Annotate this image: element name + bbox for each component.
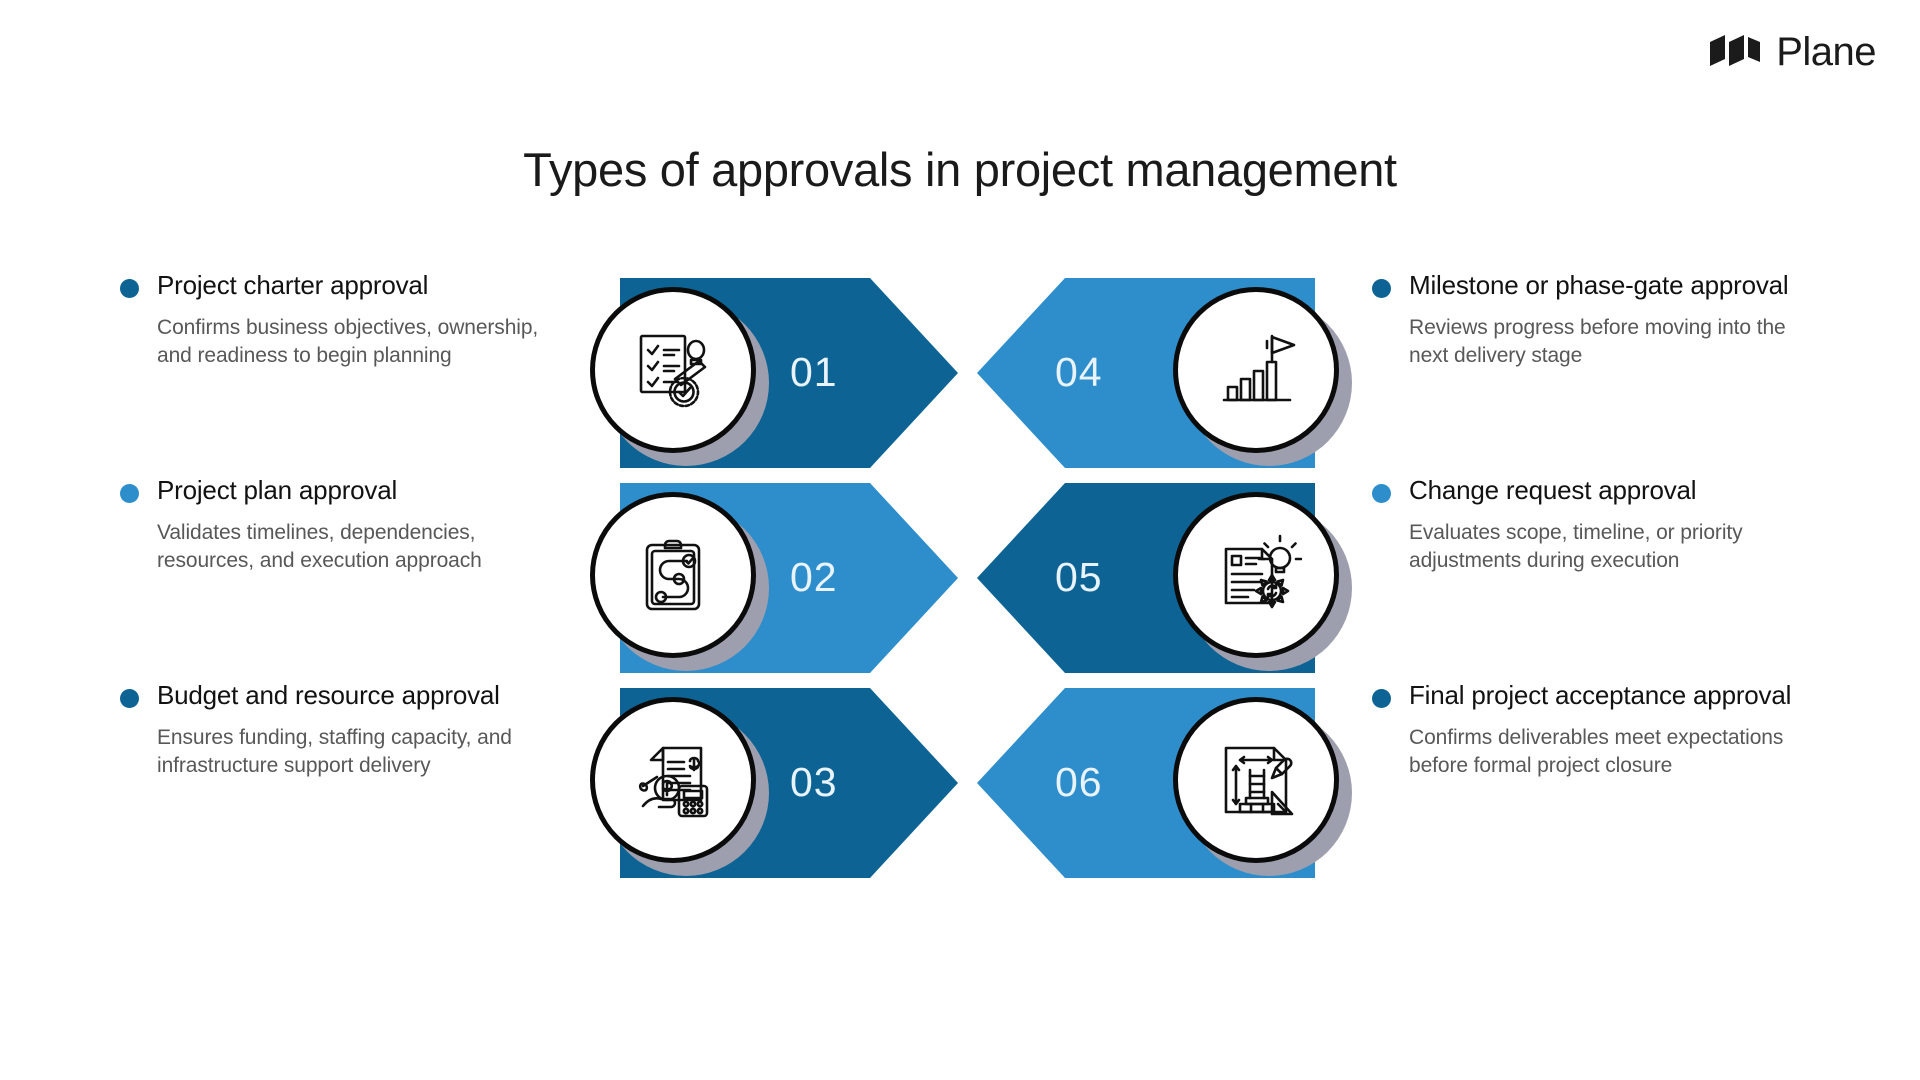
clipboard-roadmap-icon [590,492,756,658]
step-number: 02 [790,554,838,600]
step-number: 06 [1055,759,1103,805]
bullet-icon [120,689,139,708]
checklist-stamp-approved-icon [590,287,756,453]
step-number: 04 [1055,349,1103,395]
item-text-05: Change request approval Evaluates scope,… [1372,475,1792,575]
step-unit-03[interactable]: 03 [590,680,960,885]
item-text-01: Project charter approval Confirms busine… [120,270,540,370]
step-badge [1173,697,1352,876]
bullet-icon [120,279,139,298]
brand-logo: Plane [1708,32,1876,72]
growth-chart-flag-icon [1173,287,1339,453]
step-unit-04[interactable]: 04 [975,270,1352,475]
page-title: Types of approvals in project management [523,143,1397,196]
item-title: Change request approval [1409,475,1697,505]
item-description: Reviews progress before moving into the … [1409,315,1786,367]
document-lightbulb-gear-icon [1173,492,1339,658]
item-text-04: Milestone or phase-gate approval Reviews… [1372,270,1792,370]
bullet-icon [1372,689,1391,708]
plane-logo-icon [1708,33,1764,72]
item-title: Project charter approval [157,270,429,300]
item-text-02: Project plan approval Validates timeline… [120,475,540,575]
step-unit-01[interactable]: 01 [590,270,960,475]
step-number: 01 [790,349,838,395]
item-title: Milestone or phase-gate approval [1409,270,1789,300]
step-badge [590,287,769,466]
item-description: Ensures funding, staffing capacity, and … [157,725,512,777]
step-unit-06[interactable]: 06 [975,680,1352,885]
bullet-icon [120,484,139,503]
budget-invoice-calculator-icon [590,697,756,863]
step-number: 05 [1055,554,1103,600]
blueprint-pencil-ruler-icon [1173,697,1339,863]
item-title: Budget and resource approval [157,680,500,710]
item-description: Confirms business objectives, ownership,… [157,315,539,367]
item-title: Project plan approval [157,475,398,505]
step-badge [1173,287,1352,466]
brand-name: Plane [1776,30,1876,74]
item-description: Confirms deliverables meet expectations … [1409,725,1784,777]
step-badge [590,697,769,876]
step-badge [1173,492,1352,671]
step-unit-02[interactable]: 02 [590,475,960,680]
item-title: Final project acceptance approval [1409,680,1792,710]
item-description: Evaluates scope, timeline, or priority a… [1409,520,1743,572]
infographic-row: Budget and resource approval Ensures fun… [0,680,1920,885]
bullet-icon [1372,279,1391,298]
infographic-stage: Project charter approval Confirms busine… [0,270,1920,970]
bullet-icon [1372,484,1391,503]
step-badge [590,492,769,671]
infographic-row: Project plan approval Validates timeline… [0,475,1920,680]
step-unit-05[interactable]: 05 [975,475,1352,680]
item-description: Validates timelines, dependencies, resou… [157,520,482,572]
item-text-03: Budget and resource approval Ensures fun… [120,680,540,780]
step-number: 03 [790,759,838,805]
item-text-06: Final project acceptance approval Confir… [1372,680,1792,780]
infographic-row: Project charter approval Confirms busine… [0,270,1920,475]
